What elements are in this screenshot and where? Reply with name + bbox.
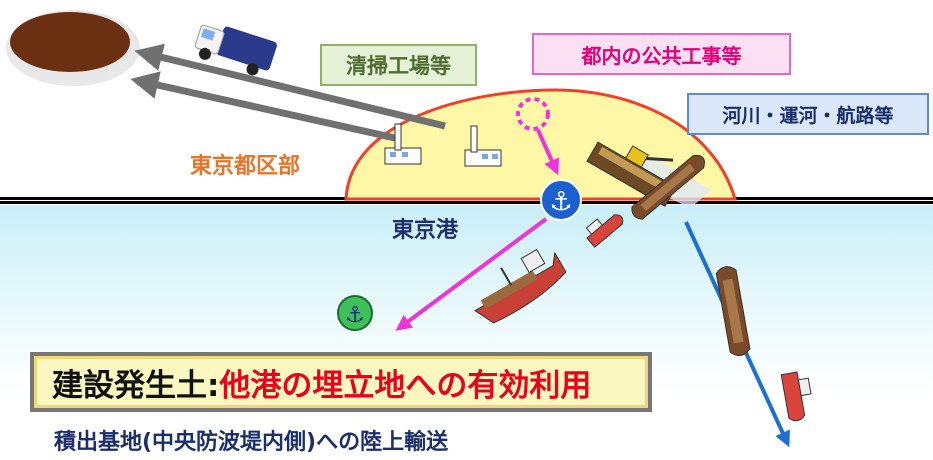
cleaning-factory-label: 清掃工場等	[320, 44, 477, 86]
tokyo-ward-label: 東京都区部	[190, 154, 301, 179]
tokyo-port-label: 東京港	[392, 218, 459, 243]
main-caption-prefix: 建設発生土:	[52, 367, 220, 404]
public-works-cloud-icon	[516, 97, 550, 131]
footer-caption: 積出基地(中央防波堤内側)への陸上輸送	[54, 430, 449, 455]
arrow-to-landfill-upper	[134, 43, 446, 130]
river-canal-label: 河川・運河・航路等	[687, 93, 929, 135]
svg-text:⚓: ⚓	[345, 303, 365, 328]
tugboat-icon	[780, 371, 812, 422]
barge-icon	[715, 266, 751, 357]
factory-icon	[464, 125, 502, 167]
ship-icon	[474, 248, 567, 324]
public-works-label: 都内の公共工事等	[532, 33, 791, 75]
landfill-mound-icon	[6, 10, 140, 86]
anchor-icon: ⚓	[540, 179, 582, 221]
barge-icon	[631, 154, 705, 220]
arrow-to-landfill-lower	[130, 71, 396, 142]
tugboat-icon	[585, 214, 624, 248]
main-caption-highlight: 他港の埋立地への有効利用	[219, 367, 592, 404]
main-caption-box: 建設発生土:他港の埋立地への有効利用	[30, 352, 652, 412]
factory-icon	[384, 123, 422, 165]
garbage-truck-icon	[194, 24, 277, 76]
arrow-to-other-port	[395, 217, 548, 331]
svg-text:⚓: ⚓	[549, 187, 572, 217]
anchor-icon: ⚓	[337, 295, 373, 331]
arrow-public-works-to-port	[536, 129, 560, 176]
